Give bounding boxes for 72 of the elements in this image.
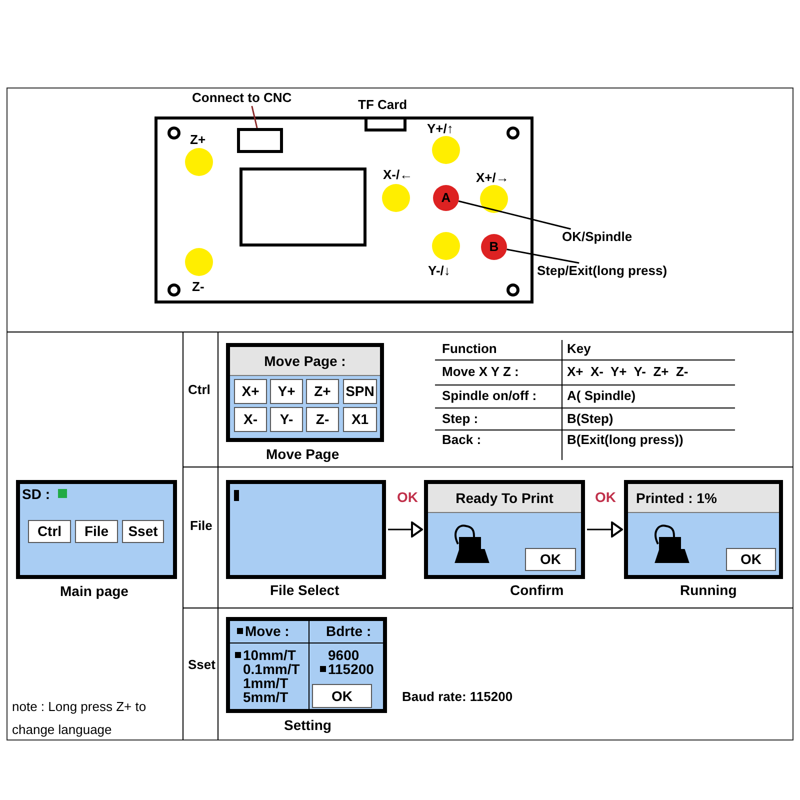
menu-option: 1mm/T — [243, 676, 288, 690]
screen-caption: Setting — [284, 717, 332, 733]
flow-arrow — [388, 522, 423, 538]
screen-button: Sset — [122, 520, 164, 543]
connector-port — [237, 128, 283, 153]
lcd-screen — [226, 480, 386, 579]
row-header: File — [190, 518, 212, 534]
callout-label: Y+/↑ — [427, 121, 454, 137]
title-bar: Printed : 1% — [628, 484, 779, 513]
menu-option: 10mm/T — [243, 648, 296, 662]
callout-label: Z+ — [190, 132, 206, 148]
title-bar: Ready To Print — [428, 484, 581, 513]
screen-button: Ctrl — [28, 520, 71, 543]
screen-button: Z+ — [306, 379, 339, 404]
screen-button: SPN — [343, 379, 377, 404]
menu-option: 9600 — [328, 648, 360, 662]
screen-button: Z- — [306, 407, 339, 432]
note-text: note : Long press Z+ to change language — [12, 698, 148, 739]
lcd-screen — [624, 480, 783, 579]
flow-arrow — [587, 522, 623, 538]
screen-button: Y- — [270, 407, 303, 432]
screen-button: OK — [726, 548, 776, 571]
column-header: Move : — [245, 624, 290, 638]
key-button: A — [433, 185, 459, 211]
callout-label: Connect to CNC — [192, 90, 308, 106]
lcd-screen — [16, 480, 177, 579]
screen-button: File — [75, 520, 118, 543]
callout-label: OK/Spindle — [562, 229, 652, 247]
table-cell: B(Step) — [567, 411, 614, 427]
lcd-screen — [226, 343, 384, 442]
screen-caption: Running — [680, 582, 737, 598]
table-cell: Step : — [442, 411, 478, 427]
edge-label: OK — [595, 489, 616, 505]
lcd-screen — [424, 480, 585, 579]
callout-label: Step/Exit(long press) — [537, 263, 717, 281]
callout-label: X+/→ — [476, 170, 509, 186]
leader-line — [458, 200, 571, 230]
screen-button: X- — [234, 407, 267, 432]
leader-line — [506, 248, 580, 264]
table-cell: Function — [442, 341, 497, 357]
edge-label: OK — [397, 489, 418, 505]
menu-option: 5mm/T — [243, 690, 288, 704]
table-cell: A( Spindle) — [567, 388, 636, 404]
screen-caption: Main page — [60, 583, 128, 599]
screen-button: X+ — [234, 379, 267, 404]
menu-option: 0.1mm/T — [243, 662, 300, 676]
callout-label: Y-/↓ — [428, 263, 450, 279]
column-header: Bdrte : — [326, 624, 372, 638]
title-bar: Move Page : — [230, 347, 380, 376]
screen-caption: Move Page — [266, 446, 340, 462]
callout-label: Baud rate: 115200 — [402, 689, 513, 705]
screen-button: OK — [312, 684, 372, 708]
table-cell: Spindle on/off : — [442, 388, 537, 404]
screen-button: X1 — [343, 407, 377, 432]
screen-button: Y+ — [270, 379, 303, 404]
key-button: B — [481, 234, 507, 260]
table-cell: Back : — [442, 432, 482, 448]
leader-line — [251, 106, 258, 128]
status-text: SD : — [22, 486, 50, 502]
menu-option: 115200 — [328, 662, 374, 676]
callout-label: Z- — [192, 279, 204, 295]
screen-caption: File Select — [270, 582, 340, 598]
table-cell: X+ X- Y+ Y- Z+ Z- — [567, 364, 688, 380]
callout-label: TF Card — [358, 97, 408, 113]
callout-label: X-/← — [383, 167, 413, 183]
screen-button: OK — [525, 548, 576, 571]
screen-caption: Confirm — [510, 582, 564, 598]
row-header: Sset — [188, 657, 216, 673]
row-header: Ctrl — [188, 382, 210, 398]
table-cell: B(Exit(long press)) — [567, 432, 684, 448]
table-cell: Move X Y Z : — [442, 364, 519, 380]
table-cell: Key — [567, 341, 591, 357]
